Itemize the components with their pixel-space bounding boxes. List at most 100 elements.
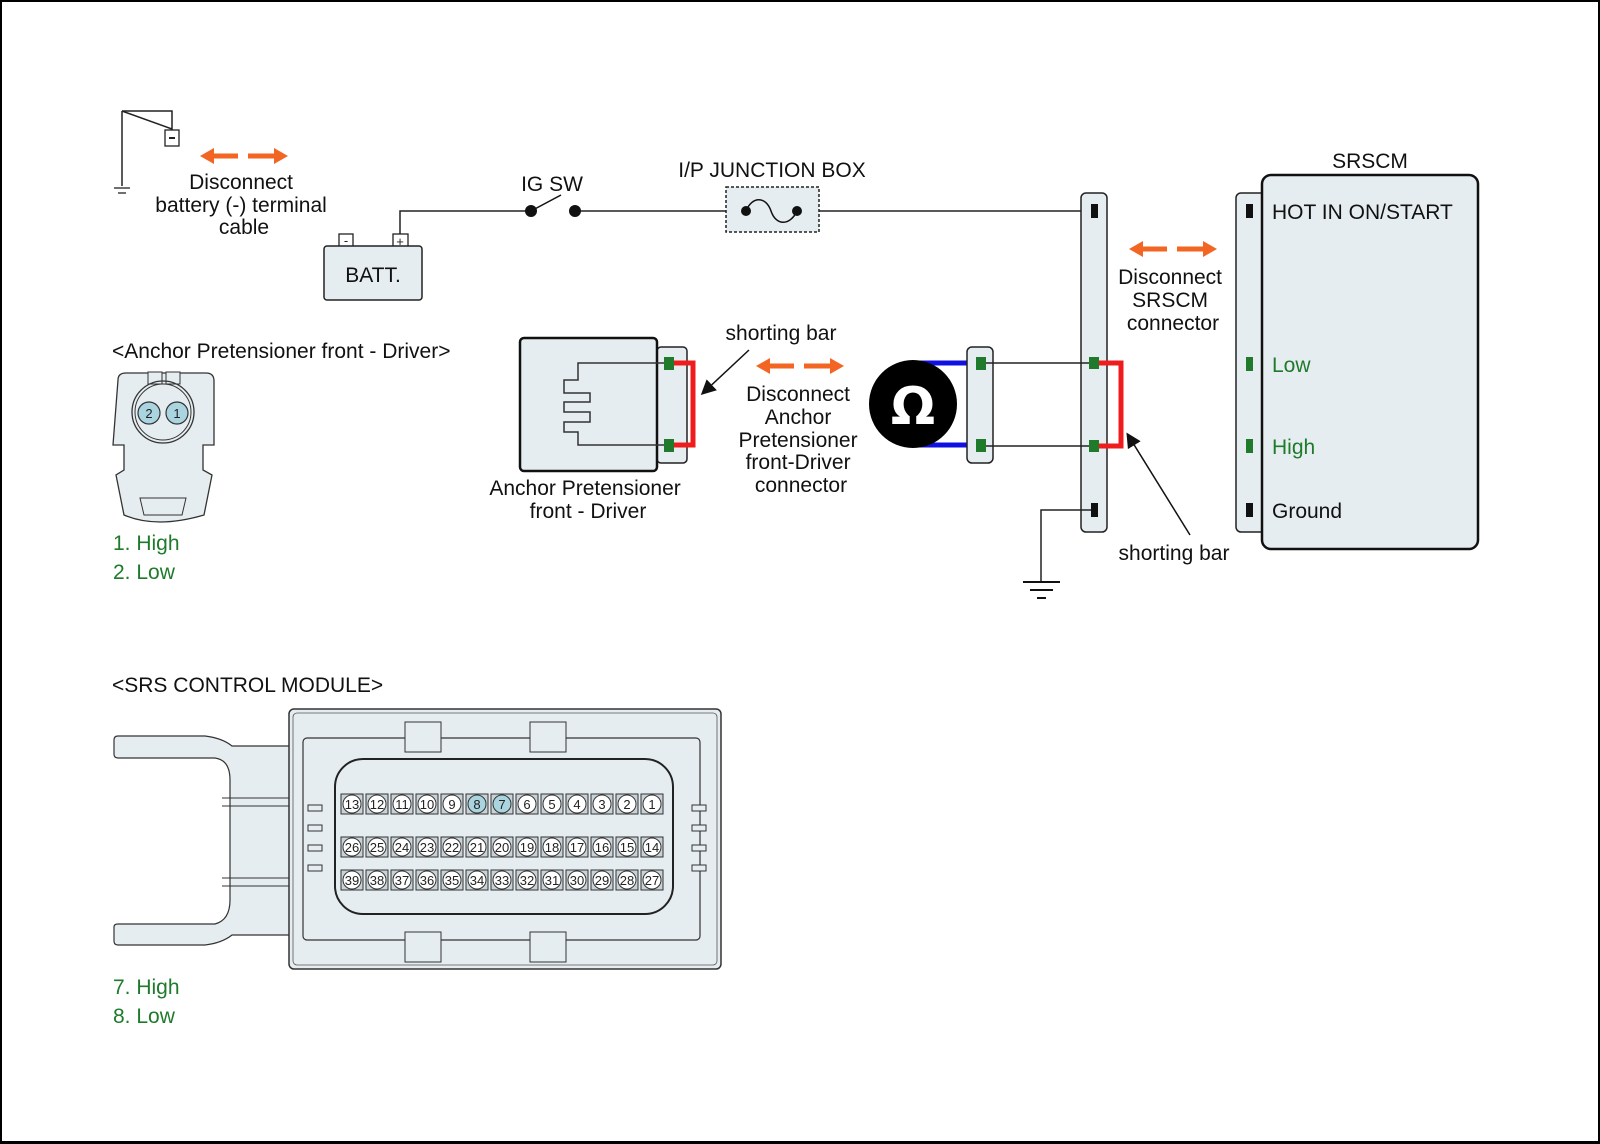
svg-text:19: 19	[520, 840, 534, 855]
srs-pin-23: 23	[415, 836, 439, 858]
svg-text:9: 9	[448, 797, 455, 812]
srs-pin-38: 38	[365, 869, 389, 891]
srs-pin-10: 10	[415, 793, 439, 815]
srs-pin-29: 29	[590, 869, 614, 891]
srs-pin-15: 15	[615, 836, 639, 858]
srscm-pin-low: Low	[1272, 354, 1311, 377]
svg-text:23: 23	[420, 840, 434, 855]
srs-pin-35: 35	[440, 869, 464, 891]
srs-pin-27: 27	[640, 869, 664, 891]
srs-pin-26: 26	[340, 836, 364, 858]
srs-pin-11: 11	[390, 793, 414, 815]
disconnect-battery-label: Disconnect battery (-) terminal cable	[155, 171, 332, 239]
srs-pin-13: 13	[340, 793, 364, 815]
svg-text:25: 25	[370, 840, 384, 855]
anchor-legend-low: 2. Low	[113, 561, 176, 584]
ohm-icon: Ω	[891, 377, 935, 437]
ground-icon	[114, 187, 130, 194]
ground-wire	[1040, 509, 1091, 582]
svg-text:18: 18	[545, 840, 559, 855]
anchor-pin-1	[165, 401, 189, 425]
ohmmeter: Ω	[869, 360, 980, 448]
anchor-legend-high: 1. High	[113, 532, 180, 555]
srs-module-title: <SRS CONTROL MODULE>	[112, 674, 383, 697]
battery-plus-terminal: +	[396, 234, 404, 249]
svg-text:32: 32	[520, 873, 534, 888]
junction-box-label: I/P JUNCTION BOX	[678, 159, 865, 182]
svg-text:28: 28	[620, 873, 634, 888]
disconnect-battery-arrow-icon	[200, 148, 288, 164]
svg-text:4: 4	[573, 797, 580, 812]
srscm-pin-hot-in: HOT IN ON/START	[1272, 201, 1453, 224]
svg-text:1: 1	[173, 406, 180, 421]
pretensioner-shorting-bar-label: shorting bar	[726, 322, 837, 345]
battery-label: BATT.	[345, 264, 401, 287]
srs-pin-16: 16	[590, 836, 614, 858]
srs-pin-18: 18	[540, 836, 564, 858]
svg-text:39: 39	[345, 873, 359, 888]
svg-text:2: 2	[623, 797, 630, 812]
srscm-pin-high: High	[1272, 436, 1315, 459]
ignition-switch: IG SW	[521, 173, 583, 217]
srs-pin-39: 39	[340, 869, 364, 891]
battery: - + BATT.	[323, 233, 423, 301]
svg-text:20: 20	[495, 840, 509, 855]
ig-switch-label: IG SW	[521, 173, 583, 196]
svg-text:36: 36	[420, 873, 434, 888]
srs-pin-22: 22	[440, 836, 464, 858]
svg-text:29: 29	[595, 873, 609, 888]
svg-text:2: 2	[145, 406, 152, 421]
srs-pin-21: 21	[465, 836, 489, 858]
disconnect-srscm-label: Disconnect SRSCM connector	[1118, 266, 1228, 335]
srs-pin-4: 4	[565, 793, 589, 815]
srs-pin-34: 34	[465, 869, 489, 891]
srs-pin-6: 6	[515, 793, 539, 815]
srs-pin-20: 20	[490, 836, 514, 858]
anchor-connector-face: 2 1	[112, 371, 215, 523]
srscm-shorting-bar-label: shorting bar	[1119, 542, 1230, 565]
srs-pin-12: 12	[365, 793, 389, 815]
srs-pin-24: 24	[390, 836, 414, 858]
svg-text:12: 12	[370, 797, 384, 812]
srs-pin-5: 5	[540, 793, 564, 815]
disconnect-pretensioner-label: Disconnect Anchor Pretensioner front-Dri…	[739, 383, 864, 497]
junction-box: I/P JUNCTION BOX	[678, 159, 866, 233]
srs-pin-36: 36	[415, 869, 439, 891]
svg-text:5: 5	[548, 797, 555, 812]
srs-pin-2: 2	[615, 793, 639, 815]
anchor-connector-title: <Anchor Pretensioner front - Driver>	[112, 340, 450, 363]
srs-pin-25: 25	[365, 836, 389, 858]
srs-pin-14: 14	[640, 836, 664, 858]
srs-pin-9: 9	[440, 793, 464, 815]
svg-text:21: 21	[470, 840, 484, 855]
anchor-pretensioner: Anchor Pretensioner front - Driver	[489, 336, 696, 523]
srs-pin-17: 17	[565, 836, 589, 858]
srs-pin-32: 32	[515, 869, 539, 891]
srscm-module: SRSCM HOT IN ON/START Low High Ground	[1235, 150, 1480, 551]
fuse-icon	[745, 199, 798, 223]
disconnect-srscm-arrow-icon	[1129, 241, 1217, 257]
pretensioner-shorting-bar	[674, 360, 696, 448]
svg-text:33: 33	[495, 873, 509, 888]
srs-pin-19: 19	[515, 836, 539, 858]
srscm-title: SRSCM	[1332, 150, 1408, 173]
battery-minus-terminal: -	[344, 233, 348, 248]
battery-negative-cable	[114, 110, 180, 194]
srs-pin-1: 1	[640, 793, 664, 815]
svg-text:38: 38	[370, 873, 384, 888]
pretensioner-component-label: Anchor Pretensioner front - Driver	[489, 477, 686, 523]
svg-text:8: 8	[473, 797, 480, 812]
shorting-bar-pointer-icon	[1126, 432, 1191, 536]
svg-text:17: 17	[570, 840, 584, 855]
svg-text:14: 14	[645, 840, 659, 855]
srs-pin-33: 33	[490, 869, 514, 891]
svg-text:13: 13	[345, 797, 359, 812]
srscm-shorting-bar	[1099, 360, 1124, 449]
srs-pin-3: 3	[590, 793, 614, 815]
srs-pin-30: 30	[565, 869, 589, 891]
anchor-pin-2	[137, 401, 161, 425]
svg-text:1: 1	[648, 797, 655, 812]
srs-pin-31: 31	[540, 869, 564, 891]
